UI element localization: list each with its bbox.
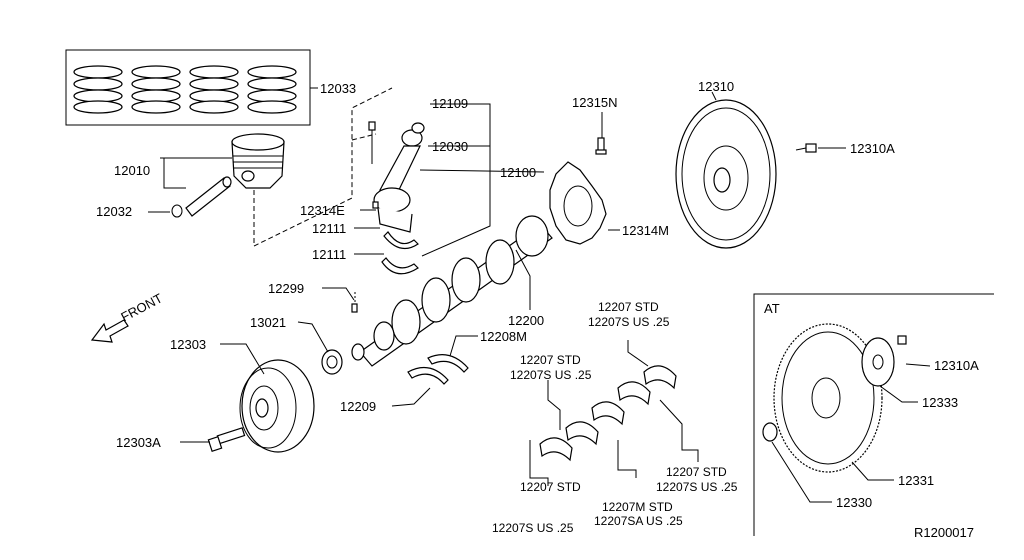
at-section-box — [753, 293, 994, 536]
label-13021: 13021 — [250, 315, 286, 330]
label-12111-b: 12111 — [312, 247, 346, 262]
label-12314M: 12314M — [622, 223, 669, 238]
label-12207-std-4: 12207 STD — [520, 480, 581, 494]
pulley-bolt — [207, 427, 246, 453]
piston-pin-clip — [171, 204, 183, 218]
label-12208M: 12208M — [480, 329, 527, 344]
label-12310A-at: 12310A — [934, 358, 979, 373]
label-12310A: 12310A — [850, 141, 895, 156]
crank-key — [351, 292, 358, 313]
rod-bearing-lower — [381, 257, 419, 275]
label-12315N: 12315N — [572, 95, 618, 110]
label-12207-std-3: 12207 STD — [666, 465, 727, 479]
front-label: FRONT — [118, 290, 165, 324]
label-12207s-us-2: 12207S US .25 — [510, 368, 592, 382]
label-12299: 12299 — [268, 281, 304, 296]
label-12310: 12310 — [698, 79, 734, 94]
ring-stack-1 — [73, 65, 123, 114]
drive-plate — [773, 323, 883, 473]
label-12100: 12100 — [500, 165, 536, 180]
drive-plate-bolt — [897, 335, 907, 345]
label-12033: 12033 — [320, 81, 356, 96]
label-12207s-us-3: 12207S US .25 — [656, 480, 738, 494]
piston-ring-set — [65, 49, 318, 126]
label-12207m-std: 12207M STD — [602, 500, 673, 514]
crank-pulley — [239, 359, 315, 453]
thrust-washers — [407, 354, 469, 385]
label-12207s-us-1: 12207S US .25 — [588, 315, 670, 329]
label-12207s-us-4: 12207S US .25 — [492, 521, 574, 535]
label-12303: 12303 — [170, 337, 206, 352]
crankshaft — [351, 215, 553, 367]
piston-pin — [185, 176, 232, 217]
ring-stack-2 — [131, 65, 181, 114]
label-12330: 12330 — [836, 495, 872, 510]
label-12207sa-us: 12207SA US .25 — [594, 514, 683, 528]
front-arrow — [90, 319, 129, 343]
part-number-labels: 12033 12010 12032 12109 12030 12100 1231… — [96, 79, 979, 510]
label-12010: 12010 — [114, 163, 150, 178]
label-12030: 12030 — [432, 139, 468, 154]
at-label: AT — [764, 301, 780, 316]
label-12111-a: 12111 — [312, 221, 346, 236]
label-12314E: 12314E — [300, 203, 345, 218]
ring-stack-4 — [247, 65, 297, 114]
label-12331: 12331 — [898, 473, 934, 488]
front-oil-seal — [321, 349, 343, 375]
piston — [231, 133, 285, 189]
signal-plate — [549, 161, 607, 245]
label-12032: 12032 — [96, 204, 132, 219]
drive-plate-reinforcement — [861, 337, 895, 387]
bearing-labels: 12207 STD 12207S US .25 12207 STD 12207S… — [492, 300, 738, 535]
label-12200: 12200 — [508, 313, 544, 328]
ring-stack-3 — [189, 65, 239, 114]
connecting-rod — [368, 121, 423, 233]
label-12209: 12209 — [340, 399, 376, 414]
label-12207-std-2: 12207 STD — [520, 353, 581, 367]
flywheel — [675, 99, 777, 249]
leader-lines — [148, 91, 931, 503]
signal-plate-bolt — [595, 137, 607, 155]
main-bearings — [539, 365, 677, 462]
label-12109: 12109 — [432, 96, 468, 111]
label-12207-std-1: 12207 STD — [598, 300, 659, 314]
pilot-converter — [762, 422, 778, 442]
rod-bushing — [411, 122, 425, 134]
reference-code: R1200017 — [914, 525, 974, 540]
label-12333: 12333 — [922, 395, 958, 410]
flywheel-bolt — [795, 143, 817, 153]
label-12303A: 12303A — [116, 435, 161, 450]
rod-bearing-upper — [383, 231, 419, 250]
